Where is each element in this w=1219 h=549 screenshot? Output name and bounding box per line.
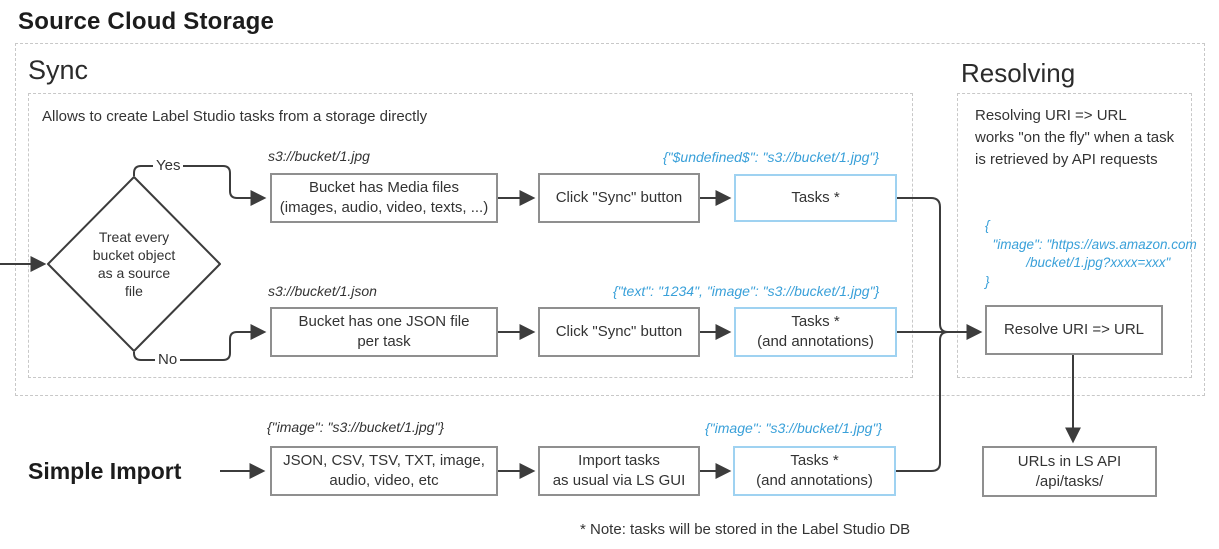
resolving-group (957, 93, 1192, 378)
arrow-no-branch (133, 324, 267, 361)
arrow-yes-branch (133, 165, 267, 206)
decision-label: Treat every bucket object as a source fi… (92, 229, 176, 299)
page-title: Source Cloud Storage (18, 8, 275, 35)
click-sync-button-box-2: Click "Sync" button (538, 307, 700, 357)
wire-tasks1-to-junction (897, 197, 949, 333)
media-task-json-label: {"$undefined$": "s3://bucket/1.jpg"} (663, 149, 880, 165)
import-tasks-gui-box: Import tasks as usual via LS GUI (538, 446, 700, 496)
bucket-media-files-label: Bucket has Media files (images, audio, v… (279, 179, 489, 216)
tasks-label-2: Tasks * (and annotations) (757, 313, 874, 350)
import-task-json-label: {"image": "s3://bucket/1.jpg"} (705, 420, 883, 436)
media-uri-label: s3://bucket/1.jpg (268, 148, 370, 164)
tasks-box-3: Tasks * (and annotations) (733, 446, 896, 496)
decision-diamond (47, 176, 221, 352)
json-uri-label: s3://bucket/1.json (268, 283, 377, 299)
click-sync-button-box-1: Click "Sync" button (538, 173, 700, 223)
urls-in-ls-api-box: URLs in LS API /api/tasks/ (982, 446, 1157, 497)
click-sync-button-label-2: Click "Sync" button (555, 323, 683, 340)
bucket-json-file-label: Bucket has one JSON file per task (298, 313, 470, 350)
resolved-url-json-example: { "image": "https://aws.amazon.com /buck… (985, 218, 1197, 289)
bucket-media-files-box: Bucket has Media files (images, audio, v… (270, 173, 498, 223)
json-task-json-label: {"text": "1234", "image": "s3://bucket/1… (613, 283, 880, 299)
simple-import-heading: Simple Import (28, 458, 182, 484)
import-file-types-box: JSON, CSV, TSV, TXT, image, audio, video… (270, 446, 498, 496)
import-json-source-label: {"image": "s3://bucket/1.jpg"} (267, 419, 445, 435)
resolve-uri-box: Resolve URI => URL (985, 305, 1163, 355)
bucket-json-file-box: Bucket has one JSON file per task (270, 307, 498, 357)
wire-tasks3-to-junction (896, 331, 949, 472)
tasks-label-1: Tasks * (791, 189, 840, 206)
sync-heading: Sync (28, 55, 89, 85)
tasks-box-2: Tasks * (and annotations) (734, 307, 897, 357)
import-tasks-gui-label: Import tasks as usual via LS GUI (552, 452, 686, 489)
resolving-heading: Resolving (961, 58, 1076, 88)
click-sync-button-label-1: Click "Sync" button (555, 189, 683, 206)
no-edge-label: No (155, 351, 181, 368)
resolve-uri-label: Resolve URI => URL (1003, 321, 1145, 338)
sync-group (28, 93, 913, 378)
sync-description: Allows to create Label Studio tasks from… (42, 108, 428, 125)
import-file-types-label: JSON, CSV, TSV, TXT, image, audio, video… (283, 452, 485, 489)
footnote: * Note: tasks will be stored in the Labe… (580, 521, 911, 538)
urls-in-ls-api-label: URLs in LS API /api/tasks/ (1017, 452, 1122, 490)
resolving-description: Resolving URI => URL works "on the fly" … (975, 107, 1175, 168)
tasks-label-3: Tasks * (and annotations) (756, 452, 873, 489)
yes-edge-label: Yes (153, 157, 184, 174)
tasks-box-1: Tasks * (734, 174, 897, 222)
source-cloud-storage-group (15, 43, 1205, 396)
